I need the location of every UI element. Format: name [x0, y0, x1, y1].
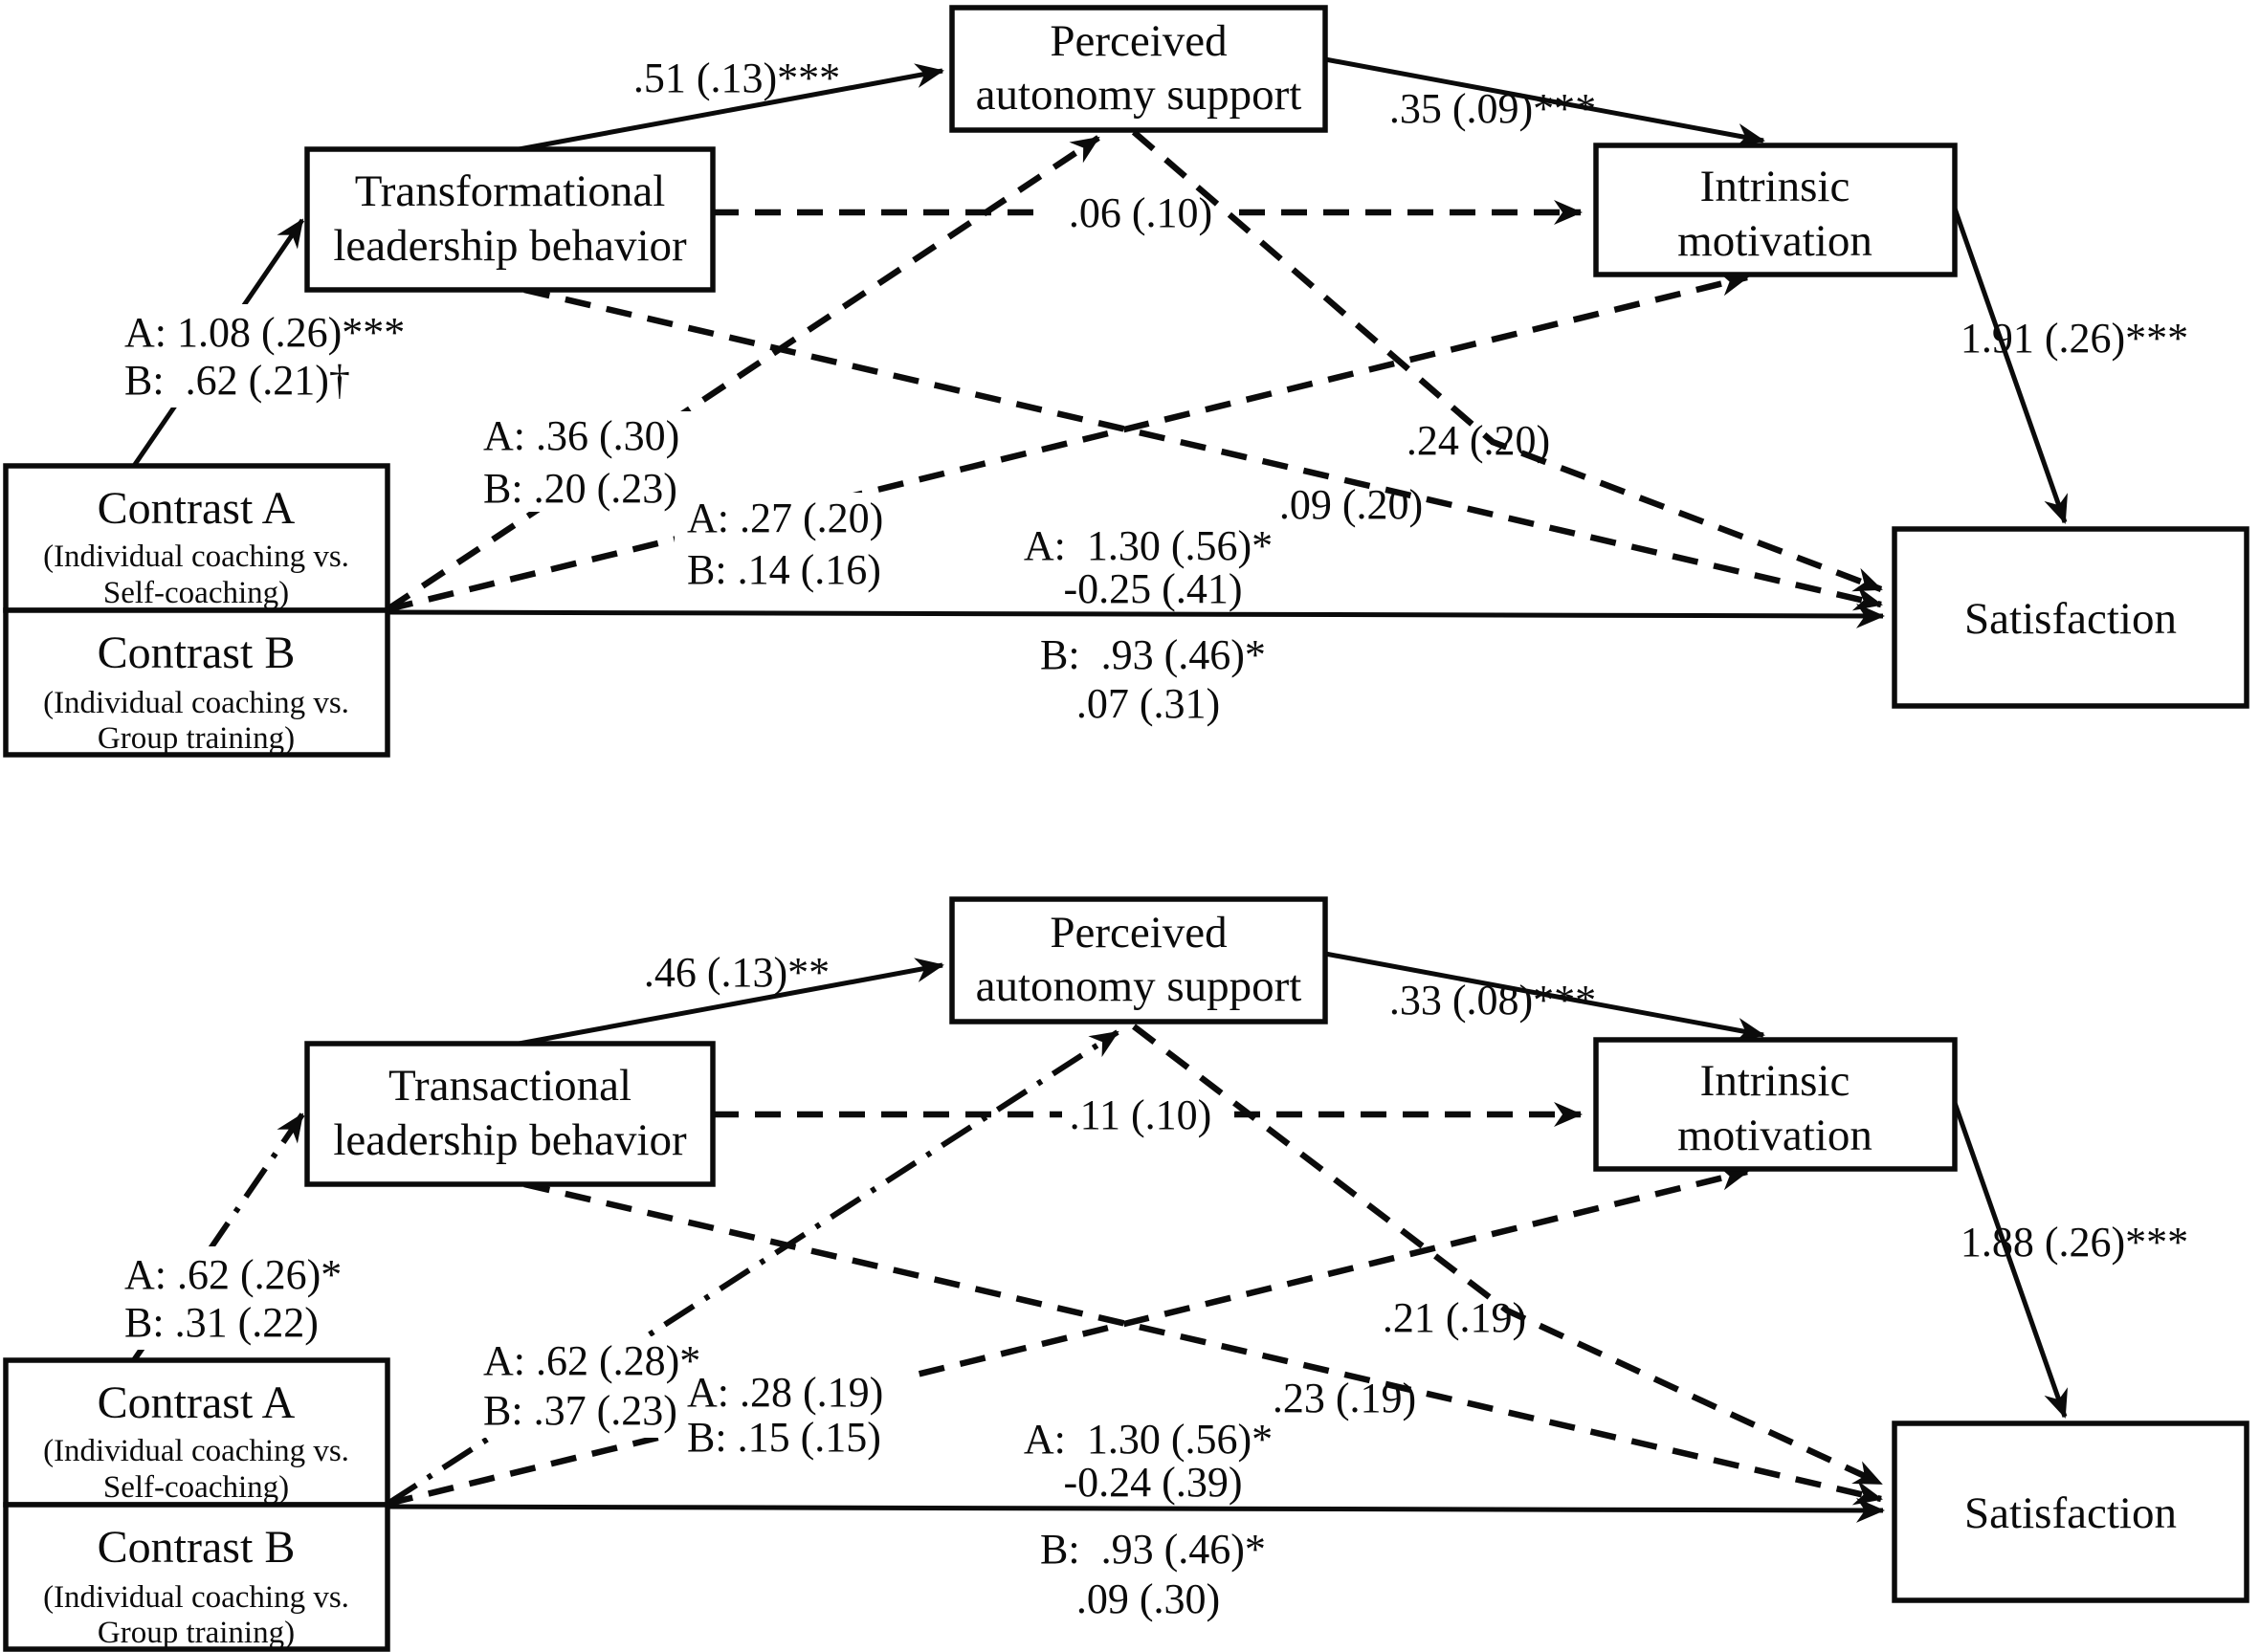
- coef-direct-b2: .09 (.30): [1076, 1575, 1220, 1622]
- contrast-a-sub1: (Individual coaching vs.: [43, 1434, 349, 1468]
- coef-direct-a1: A: 1.30 (.56)*: [1024, 1416, 1273, 1463]
- coef-leadership-to-pas: .51 (.13)***: [633, 55, 840, 101]
- coef-leadership-to-satisfaction: .09 (.20): [1279, 481, 1423, 528]
- coef-pas-to-im: .33 (.08)***: [1389, 977, 1596, 1024]
- coef-direct-b2: .07 (.31): [1076, 680, 1220, 727]
- contrast-b-sub2: Group training): [98, 721, 295, 756]
- leadership-label-line1: Transformational: [355, 166, 666, 216]
- path-contrast-to-pas-line: [386, 135, 1100, 612]
- coef-direct-b1: B: .93 (.46)*: [1040, 631, 1266, 678]
- coef-direct-b1: B: .93 (.46)*: [1040, 1526, 1266, 1573]
- coef-contrast-to-leadership-a: A: 1.08 (.26)***: [124, 309, 405, 356]
- label-backing: [110, 304, 431, 407]
- contrast-b-sub1: (Individual coaching vs.: [43, 1580, 349, 1615]
- box-contrast-a: [3, 463, 390, 613]
- im-label-line2: motivation: [1677, 216, 1872, 266]
- box-satisfaction: [1892, 526, 2249, 709]
- coef-pas-to-satisfaction: .21 (.19): [1383, 1294, 1526, 1341]
- diagram2-boxes: [3, 896, 2249, 1652]
- coef-contrast-to-im-a: A: .27 (.20): [687, 495, 883, 541]
- contrast-a-title: Contrast A: [98, 483, 296, 534]
- path-im-to-satisfaction-line: [1952, 208, 2069, 524]
- box-intrinsic-motivation: [1593, 143, 1958, 277]
- label-backing: [675, 493, 912, 591]
- path-leadership-to-satisfaction-line: [523, 286, 1883, 611]
- coef-contrast-to-im-b: B: .15 (.15): [687, 1414, 881, 1461]
- leadership-label-line2: leadership behavior: [333, 1115, 687, 1165]
- path-contrast-to-im-line: [387, 1166, 1749, 1508]
- pas-label-line1: Perceived: [1050, 908, 1227, 958]
- path-leadership-to-pas-line: [513, 958, 944, 1047]
- path-contrast-to-satisfaction-direct-line: [387, 603, 1885, 628]
- satisfaction-label: Satisfaction: [1964, 1488, 2177, 1538]
- pas-label-line2: autonomy support: [976, 70, 1302, 120]
- satisfaction-label: Satisfaction: [1964, 594, 2177, 644]
- coef-contrast-to-leadership-b: B: .62 (.21)†: [124, 357, 350, 404]
- coef-contrast-to-pas-b: B: .20 (.23): [483, 465, 677, 512]
- path-pas-to-satisfaction-line: [1132, 1024, 1883, 1487]
- contrast-b-sub1: (Individual coaching vs.: [43, 686, 349, 720]
- coef-leadership-to-pas: .46 (.13)**: [644, 949, 830, 996]
- contrast-a-sub1: (Individual coaching vs.: [43, 540, 349, 574]
- contrast-a-title: Contrast A: [98, 1377, 296, 1428]
- coef-pas-to-im: .35 (.09)***: [1389, 85, 1596, 132]
- box-perceived-autonomy-support: [949, 896, 1328, 1024]
- box-contrast-b: [3, 607, 390, 758]
- path-im-to-satisfaction-line: [1952, 1102, 2069, 1419]
- coef-contrast-to-pas-b: B: .37 (.23): [483, 1387, 677, 1434]
- coef-im-to-satisfaction: 1.91 (.26)***: [1961, 315, 2188, 362]
- contrast-b-title: Contrast B: [98, 628, 296, 678]
- path-contrast-to-im-line: [387, 272, 1749, 613]
- contrast-b-title: Contrast B: [98, 1522, 296, 1573]
- box-satisfaction: [1892, 1421, 2249, 1603]
- leadership-label-line2: leadership behavior: [333, 221, 687, 271]
- box-intrinsic-motivation: [1593, 1037, 1958, 1172]
- im-label-line1: Intrinsic: [1700, 162, 1850, 211]
- coef-direct-a2: -0.24 (.39): [1064, 1459, 1243, 1506]
- contrast-a-sub2: Self-coaching): [103, 576, 289, 610]
- coef-leadership-to-im: .06 (.10): [1069, 189, 1212, 236]
- path-contrast-to-satisfaction-direct-line: [387, 1497, 1885, 1523]
- label-backing: [675, 1368, 912, 1464]
- path-pas-to-im-line: [1324, 56, 1765, 148]
- diagram2-coefficients: A: .62 (.26)* B: .31 (.22) .46 (.13)** .…: [124, 949, 2188, 1622]
- contrast-b-sub2: Group training): [98, 1616, 295, 1650]
- pas-label-line2: autonomy support: [976, 961, 1302, 1011]
- diagram1-box-labels: Transformational leadership behavior Per…: [43, 16, 2177, 756]
- pas-label-line1: Perceived: [1050, 16, 1227, 66]
- diagram1-boxes: [3, 5, 2249, 758]
- path-leadership-to-satisfaction-line: [523, 1180, 1883, 1506]
- diagram-transactional: Transactional leadership behavior Percei…: [3, 896, 2249, 1652]
- diagram1-coefficients: A: 1.08 (.26)*** B: .62 (.21)† .51 (.13)…: [124, 55, 2188, 727]
- box-perceived-autonomy-support: [949, 5, 1328, 133]
- box-leadership-behavior: [304, 1041, 716, 1187]
- leadership-label-line1: Transactional: [388, 1061, 631, 1111]
- coef-contrast-to-leadership-b: B: .31 (.22): [124, 1299, 319, 1346]
- coef-leadership-to-satisfaction: .23 (.19): [1273, 1375, 1416, 1421]
- coef-pas-to-satisfaction: .24 (.20): [1407, 417, 1550, 464]
- diagram2-box-labels: Transactional leadership behavior Percei…: [43, 908, 2177, 1650]
- coef-leadership-to-im: .11 (.10): [1070, 1091, 1212, 1138]
- coef-contrast-to-leadership-a: A: .62 (.26)*: [124, 1251, 342, 1298]
- box-contrast-a: [3, 1357, 390, 1508]
- im-label-line1: Intrinsic: [1700, 1056, 1850, 1106]
- box-leadership-behavior: [304, 146, 716, 293]
- diagram1-connectors: [131, 56, 2069, 628]
- coef-contrast-to-im-b: B: .14 (.16): [687, 546, 881, 593]
- box-contrast-b: [3, 1502, 390, 1652]
- im-label-line2: motivation: [1677, 1111, 1872, 1160]
- coef-direct-a2: -0.25 (.41): [1064, 565, 1243, 612]
- coef-direct-a1: A: 1.30 (.56)*: [1024, 522, 1273, 569]
- label-backing: [110, 1246, 407, 1350]
- diagram-transformational: Transformational leadership behavior Per…: [3, 5, 2249, 758]
- coef-contrast-to-pas-a: A: .62 (.28)*: [483, 1337, 700, 1384]
- contrast-a-sub2: Self-coaching): [103, 1470, 289, 1505]
- coef-contrast-to-pas-a: A: .36 (.30): [483, 412, 679, 459]
- path-pas-to-im-line: [1324, 951, 1765, 1043]
- path-pas-to-satisfaction-line: [1131, 129, 1883, 593]
- path-leadership-to-pas-line: [513, 63, 944, 153]
- coef-contrast-to-im-a: A: .28 (.19): [687, 1369, 883, 1416]
- coef-im-to-satisfaction: 1.88 (.26)***: [1961, 1219, 2188, 1266]
